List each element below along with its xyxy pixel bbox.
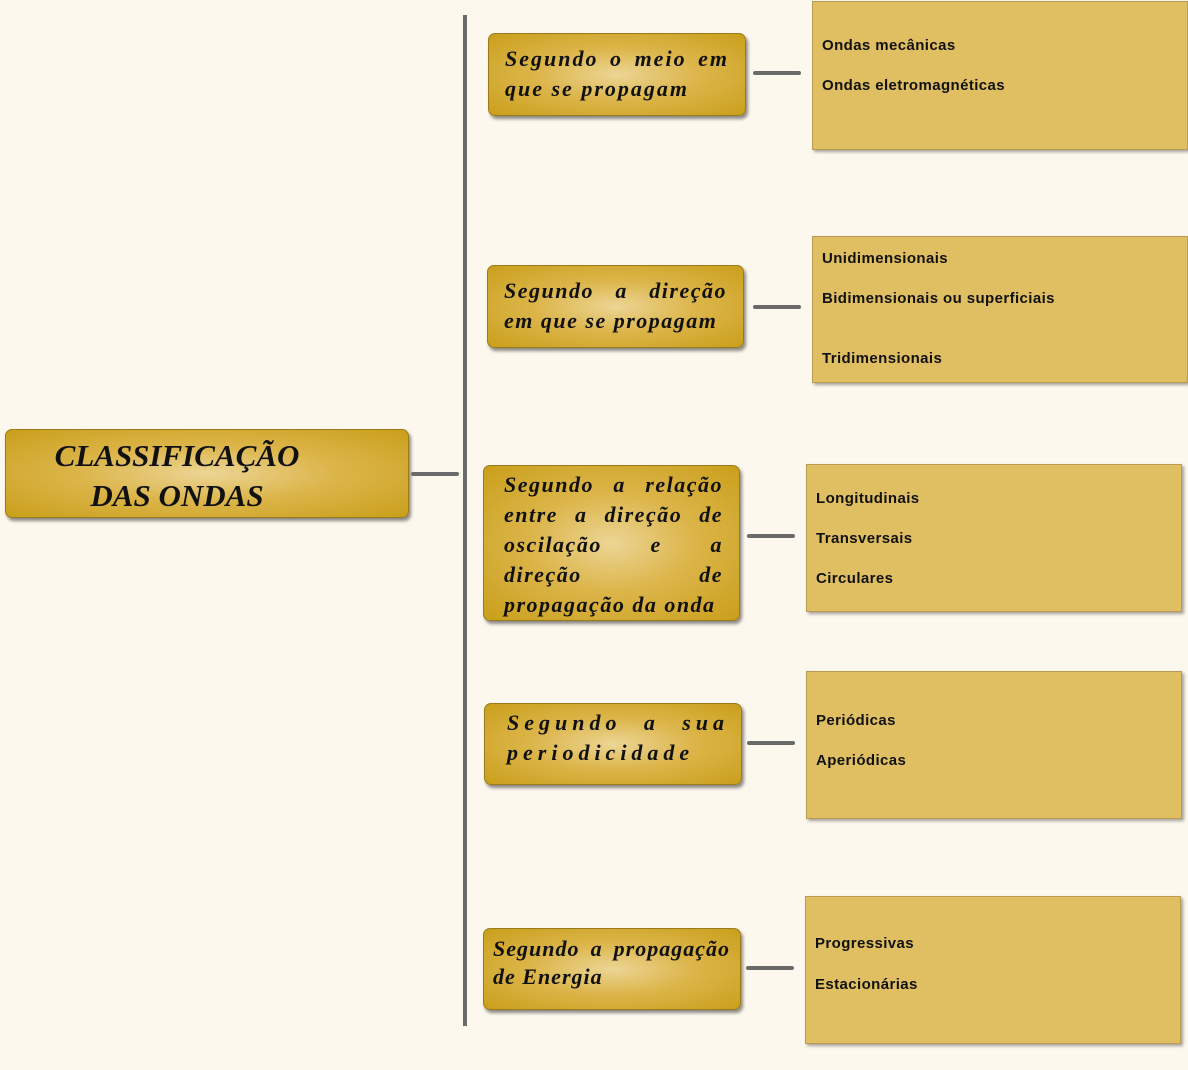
list-item: Transversais	[816, 530, 913, 547]
connector-1	[753, 71, 801, 75]
root-connector	[411, 472, 459, 476]
connector-3	[747, 534, 795, 538]
category-medium: Segundo o meio em que se propagam	[488, 33, 746, 116]
root-node: CLASSIFICAÇÃO DAS ONDAS	[5, 429, 409, 518]
leaf-box-periodicity: Periódicas Aperiódicas	[806, 671, 1182, 819]
list-item: Estacionárias	[815, 976, 918, 993]
list-item: Unidimensionais	[822, 250, 949, 267]
list-item: Longitudinais	[816, 490, 920, 507]
leaf-box-energy: Progressivas Estacionárias	[805, 896, 1181, 1044]
list-item: Periódicas	[816, 712, 896, 729]
leaf-box-oscillation: Longitudinais Transversais Circulares	[806, 464, 1182, 612]
category-periodicity: Segundo a sua periodicidade	[484, 703, 742, 785]
category-energy: Segundo a propagação de Energia	[483, 928, 741, 1010]
list-item: Aperiódicas	[816, 752, 907, 769]
root-title-line2: DAS ONDAS	[90, 478, 264, 513]
leaf-box-direction: Unidimensionais Bidimensionais ou superf…	[812, 236, 1188, 383]
trunk-line	[463, 15, 467, 1026]
list-item: Ondas eletromagnéticas	[822, 77, 1006, 94]
leaf-box-medium: Ondas mecânicas Ondas eletromagnéticas	[812, 1, 1188, 150]
category-direction: Segundo a direção em que se propagam	[487, 265, 744, 348]
list-item: Bidimensionais ou superficiais	[822, 290, 1055, 307]
list-item: Ondas mecânicas	[822, 37, 956, 54]
root-title-line1: CLASSIFICAÇÃO	[54, 438, 300, 473]
list-item: Circulares	[816, 570, 894, 587]
category-oscillation: Segundo a relação entre a direção de osc…	[483, 465, 740, 621]
list-item: Progressivas	[815, 935, 915, 952]
connector-4	[747, 741, 795, 745]
list-item: Tridimensionais	[822, 350, 943, 367]
connector-2	[753, 305, 801, 309]
connector-5	[746, 966, 794, 970]
